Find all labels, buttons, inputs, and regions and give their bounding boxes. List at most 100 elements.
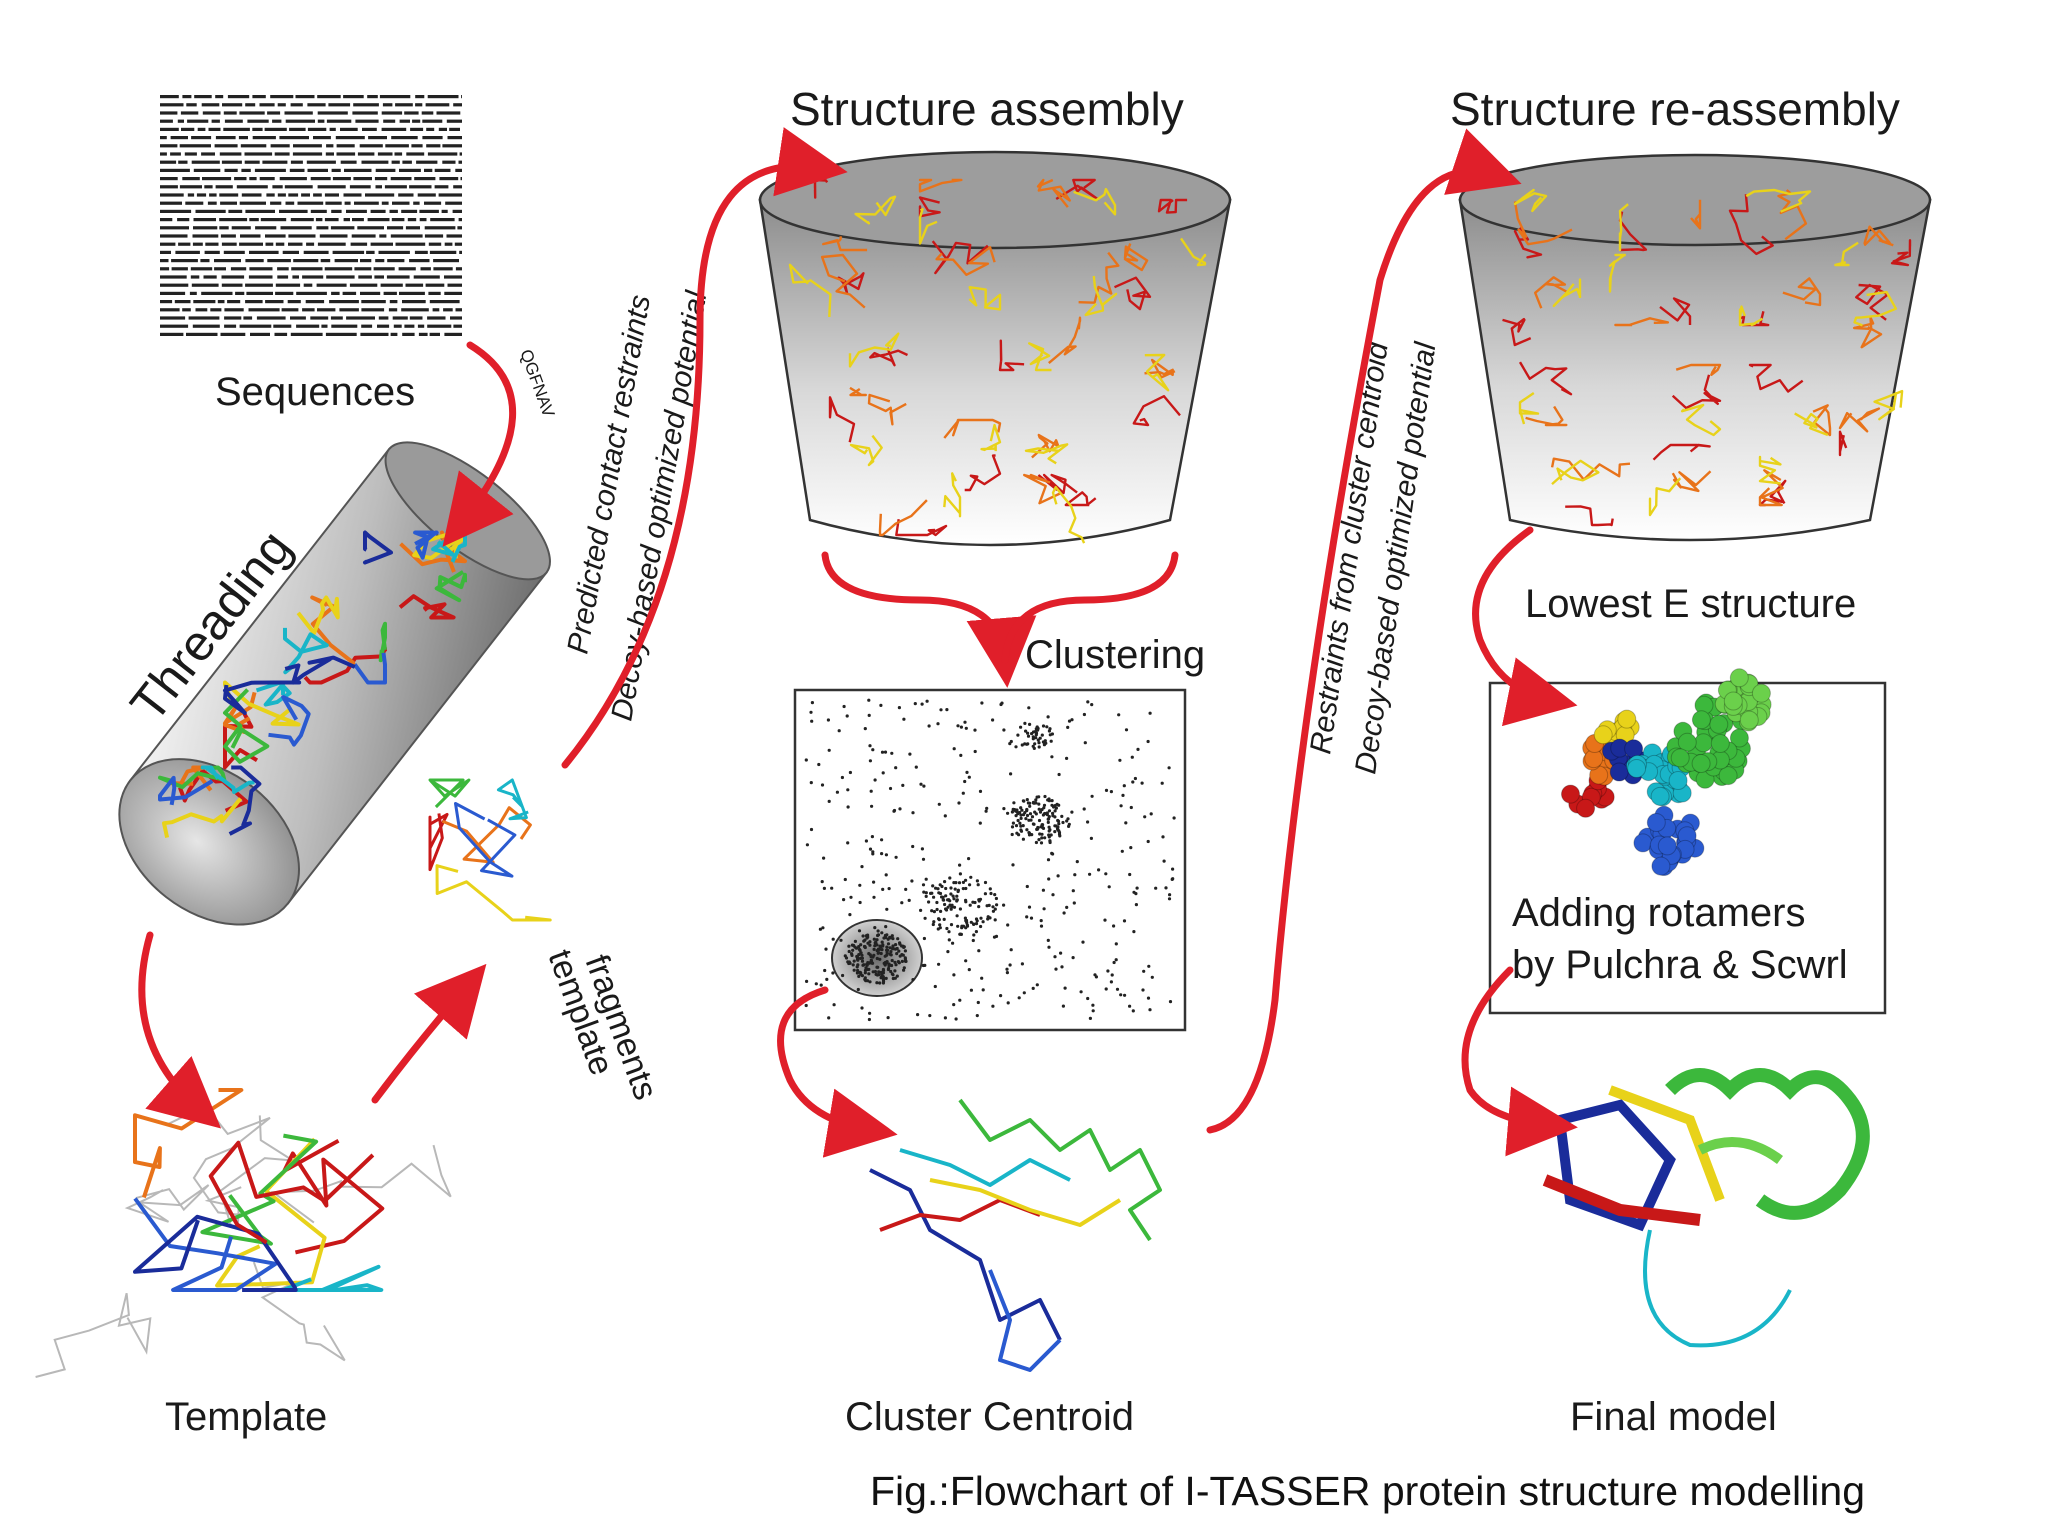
scatter-point bbox=[1030, 815, 1035, 819]
sequence-line bbox=[224, 119, 243, 123]
protein-chain bbox=[822, 236, 868, 252]
sequence-line bbox=[272, 119, 282, 123]
sequence-line bbox=[230, 267, 247, 271]
sequence-line bbox=[208, 127, 221, 131]
scatter-point bbox=[885, 951, 889, 955]
scatter-point bbox=[1048, 727, 1052, 731]
sequence-line bbox=[248, 308, 280, 312]
sequence-line bbox=[324, 218, 339, 222]
scatter-point bbox=[1062, 911, 1066, 915]
scatter-point bbox=[855, 954, 859, 959]
scatter-point bbox=[888, 936, 892, 940]
sequence-line bbox=[326, 119, 352, 123]
sequence-line bbox=[374, 275, 384, 279]
scatter-point bbox=[1025, 809, 1029, 813]
scatter-point bbox=[1020, 808, 1024, 812]
scatter-point bbox=[881, 944, 885, 948]
sequence-line bbox=[256, 316, 286, 320]
scatter-point bbox=[1057, 822, 1061, 826]
scatter-point bbox=[967, 857, 971, 861]
protein-chain bbox=[1028, 342, 1052, 372]
sequence-line bbox=[221, 275, 245, 279]
protein-chain bbox=[162, 797, 243, 839]
sequence-line bbox=[429, 300, 460, 304]
scatter-point bbox=[1114, 942, 1118, 946]
protein-chain bbox=[1073, 187, 1117, 216]
scatter-point bbox=[1053, 830, 1057, 834]
scatter-point bbox=[1086, 820, 1090, 824]
scatter-point bbox=[848, 770, 853, 775]
scatter-point bbox=[850, 952, 854, 956]
sequence-line bbox=[210, 308, 222, 312]
scatter-point bbox=[956, 924, 960, 928]
scatter-point bbox=[1047, 797, 1051, 801]
sequence-line bbox=[289, 168, 305, 172]
scatter-point bbox=[1148, 1008, 1152, 1012]
sequence-line bbox=[319, 234, 348, 238]
scatter-point bbox=[971, 922, 976, 926]
scatter-point bbox=[864, 839, 869, 843]
sequence-line bbox=[444, 242, 453, 246]
scatter-point bbox=[873, 778, 877, 782]
scatter-point bbox=[1082, 807, 1086, 811]
protein-chain bbox=[1144, 353, 1170, 392]
scatter-point bbox=[957, 801, 961, 805]
sequence-line bbox=[221, 283, 243, 287]
sequence-line bbox=[325, 201, 342, 205]
scatter-point bbox=[981, 988, 985, 992]
scatter-point bbox=[989, 891, 993, 896]
sequence-line bbox=[459, 250, 462, 254]
sequence-line bbox=[217, 300, 225, 304]
scatter-point bbox=[941, 898, 945, 902]
scatter-point bbox=[863, 945, 867, 950]
scatter-point bbox=[922, 890, 926, 894]
sequence-line bbox=[160, 168, 190, 172]
scatter-point bbox=[984, 809, 988, 813]
sequence-line bbox=[461, 95, 462, 99]
protein-chain bbox=[837, 272, 865, 294]
scatter-point bbox=[901, 783, 905, 788]
sequence-line bbox=[382, 103, 393, 107]
scatter-point bbox=[920, 847, 925, 851]
protein-chain bbox=[1036, 178, 1071, 208]
sequence-line bbox=[236, 185, 268, 189]
scatter-point bbox=[1066, 725, 1070, 730]
scatter-point bbox=[1160, 781, 1164, 785]
sequence-line bbox=[200, 259, 210, 263]
scatter-point bbox=[864, 966, 868, 970]
sequence-line bbox=[301, 193, 310, 197]
scatter-point bbox=[1067, 824, 1071, 829]
protein-chain bbox=[363, 530, 393, 565]
sequence-line bbox=[265, 234, 286, 238]
scatter-point bbox=[937, 802, 941, 806]
scatter-point bbox=[889, 969, 893, 974]
scatter-point bbox=[913, 702, 917, 706]
sequence-line bbox=[160, 316, 186, 320]
protein-chain bbox=[968, 286, 1002, 311]
sequence-line bbox=[317, 185, 346, 189]
sequence-line bbox=[330, 316, 343, 320]
sequence-line bbox=[282, 250, 299, 254]
scatter-point bbox=[943, 880, 947, 884]
scatter-point bbox=[852, 959, 856, 963]
sequence-line bbox=[362, 127, 377, 131]
sequence-line bbox=[249, 177, 257, 181]
sequence-line bbox=[160, 152, 167, 156]
atom-sphere bbox=[1668, 771, 1688, 790]
sequence-line bbox=[381, 201, 389, 205]
sequence-line bbox=[220, 234, 236, 238]
sequence-line bbox=[433, 259, 459, 263]
sequence-line bbox=[221, 160, 242, 164]
scatter-point bbox=[890, 958, 894, 963]
scatter-point bbox=[856, 968, 860, 973]
protein-chain bbox=[1534, 276, 1569, 309]
scatter-point bbox=[855, 957, 860, 961]
scatter-point bbox=[879, 703, 883, 708]
sequence-line bbox=[267, 111, 281, 115]
scatter-point bbox=[868, 1011, 872, 1015]
scatter-point bbox=[898, 941, 902, 945]
scatter-point bbox=[895, 974, 899, 978]
scatter-point bbox=[859, 972, 863, 976]
scatter-point bbox=[983, 892, 988, 896]
scatter-point bbox=[981, 920, 985, 924]
